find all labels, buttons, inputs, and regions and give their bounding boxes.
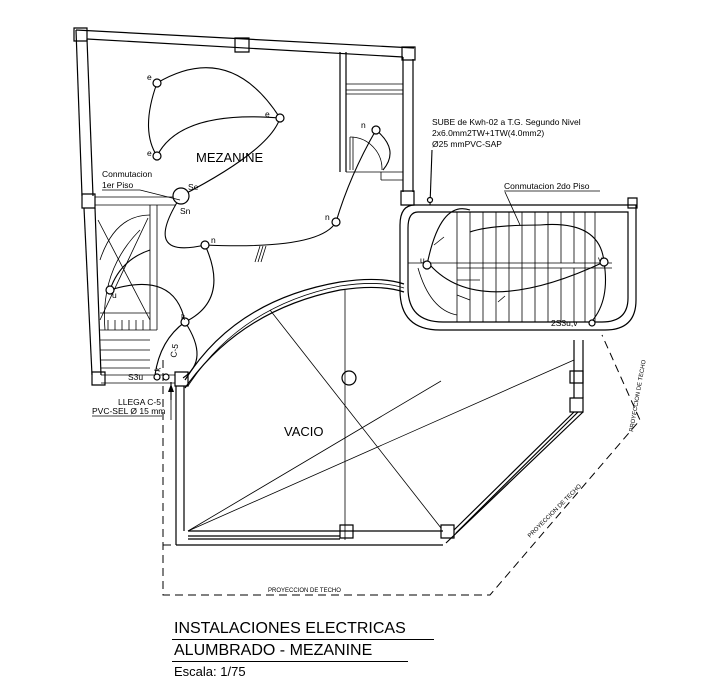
light-fixture-v1 [600, 258, 608, 266]
light-fixture-n3 [372, 126, 380, 134]
arrives-note-line2: PVC-SEL Ø 15 mm [92, 406, 165, 416]
light-fixture-e3 [153, 152, 161, 160]
lighting-circuits [110, 68, 606, 400]
fixture-label-u2: u [420, 255, 425, 265]
fixture-label-e1: e [147, 72, 152, 82]
switch-k [163, 374, 169, 380]
title-installations: INSTALACIONES ELECTRICAS [174, 620, 406, 637]
arrives-note-line1: LLEGA C-5 [118, 397, 161, 407]
roof-projection-right: PROYECCION DE TECHO [629, 359, 648, 432]
feed-point [428, 198, 433, 203]
switch-box [173, 188, 189, 204]
switch-label-2s3uv: 2S3u,v [551, 318, 578, 328]
fixture-label-n1: n [211, 235, 216, 245]
light-fixture-n1 [201, 241, 209, 249]
stair-first-floor [98, 215, 150, 368]
exterior-walls [74, 28, 583, 545]
fixture-label-n2: n [325, 212, 330, 222]
light-fixture-e1 [153, 79, 161, 87]
fixture-label-u1: u [112, 290, 117, 300]
roof-projection-diagonal: PROYECCION DE TECHO [527, 483, 583, 539]
fixture-label-n3: n [361, 120, 366, 130]
fixture-label-e3: e [147, 148, 152, 158]
title-underline-2 [172, 661, 408, 662]
roof-projection-lines [163, 335, 640, 595]
feed-note-line3: Ø25 mmPVC-SAP [432, 139, 502, 149]
feed-note-line1: SUBE de Kwh-02 a T.G. Segundo Nivel [432, 117, 581, 127]
fixture-label-k1: k [181, 312, 186, 322]
fixture-label-v1: v [598, 254, 603, 264]
title-scale: Escala: 1/75 [174, 664, 246, 679]
roof-projection-bottom: PROYECCION DE TECHO [268, 588, 341, 594]
switch-label-s3u: S3u [128, 372, 143, 382]
switch-note-first-floor-2: 1er Piso [102, 180, 133, 190]
light-fixture-e2 [276, 114, 284, 122]
stair-second-floor [400, 198, 637, 330]
title-underline-1 [172, 639, 434, 640]
switch-note-second-floor: Conmutacion 2do Piso [504, 181, 590, 191]
light-fixture-u1 [106, 286, 114, 294]
switch-label-se: Se [188, 182, 199, 192]
light-fixture-n2 [332, 218, 340, 226]
light-fixture-k1 [181, 318, 189, 326]
fixtures [106, 79, 608, 420]
switch-s3u [154, 374, 160, 380]
room-label-void: VACIO [284, 424, 324, 439]
feed-note-line2: 2x6.0mm2TW+1TW(4.0mm2) [432, 128, 544, 138]
switch-note-first-floor-1: Conmutacion [102, 169, 152, 179]
light-fixture-u2 [423, 261, 431, 269]
circuit-label-c5: C-5 [168, 343, 180, 358]
drawing-labels: MEZANINE VACIO e e e Se Sn n n n k u u v… [92, 72, 648, 594]
switch-label-k: k [152, 366, 163, 373]
room-label-mezzanine: MEZANINE [196, 150, 264, 165]
switch-label-sn: Sn [180, 206, 191, 216]
fixture-label-e2: e [265, 109, 270, 119]
switch-2s3uv [589, 320, 595, 326]
title-lighting-mezzanine: ALUMBRADO - MEZANINE [174, 642, 373, 659]
